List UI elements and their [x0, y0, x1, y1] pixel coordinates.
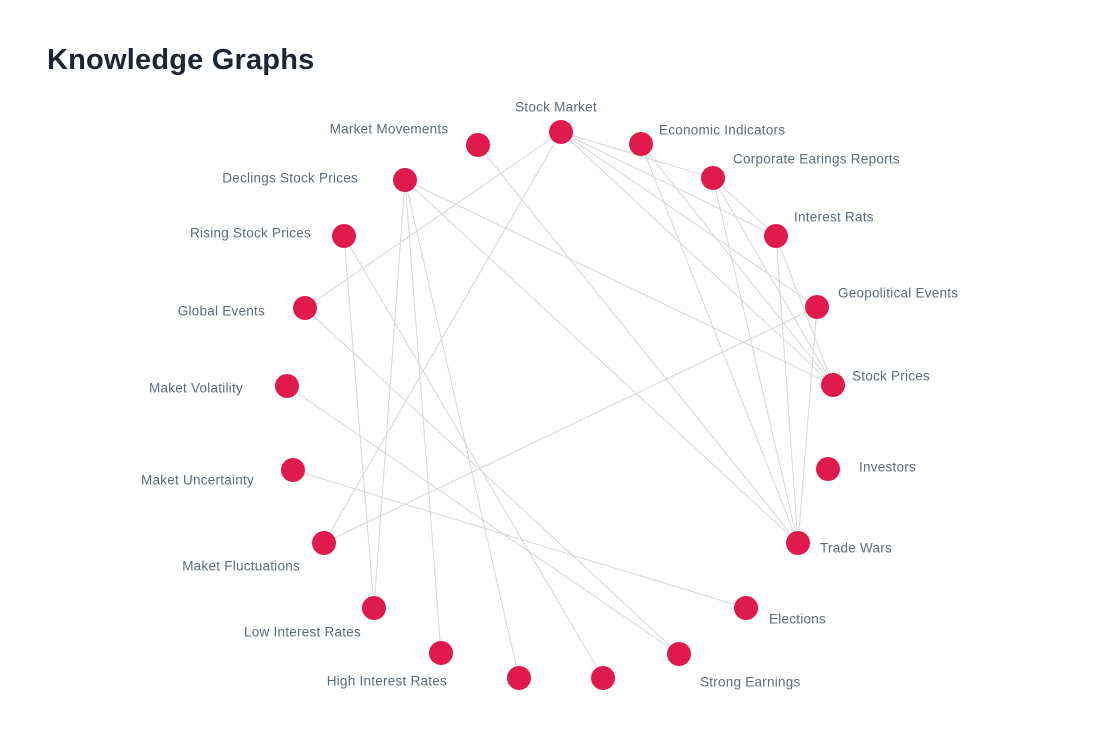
graph-node-label-stock-prices: Stock Prices [852, 369, 930, 384]
graph-node-high-interest-rates[interactable] [429, 641, 453, 665]
graph-node-interest-rats[interactable] [764, 224, 788, 248]
edge-stock-market--interest-rats [560, 131, 777, 237]
graph-node-label-interest-rats: Interest Rats [794, 210, 874, 225]
graph-node-label-trade-wars: Trade Wars [820, 541, 892, 556]
graph-node-stock-prices[interactable] [821, 373, 845, 397]
graph-node-low-interest-rates[interactable] [362, 596, 386, 620]
edge-stock-market--stock-prices [560, 131, 834, 386]
graph-node-rising-stock-prices[interactable] [332, 224, 356, 248]
graph-node-label-maket-volatility: Maket Volatility [149, 381, 243, 396]
edge-stock-market--maket-fluctuations [323, 131, 562, 544]
edge-declings-stock-prices--node-20 [404, 179, 520, 679]
graph-node-elections[interactable] [734, 596, 758, 620]
graph-node-label-declings-stock-prices: Declings Stock Prices [222, 171, 358, 186]
edge-declings-stock-prices--trade-wars [404, 179, 799, 544]
graph-node-label-corporate-earings-reports: Corporate Earings Reports [733, 152, 900, 167]
graph-node-node-21[interactable] [591, 666, 615, 690]
edge-geopolitical-events--trade-wars [797, 306, 818, 544]
graph-node-label-elections: Elections [769, 612, 826, 627]
edge-stock-market--geopolitical-events [560, 131, 818, 308]
node-layer [275, 120, 845, 690]
edge-rising-stock-prices--node-21 [343, 235, 604, 679]
graph-node-label-economic-indicators: Economic Indicators [659, 123, 785, 138]
graph-node-declings-stock-prices[interactable] [393, 168, 417, 192]
edge-declings-stock-prices--stock-prices [404, 179, 834, 386]
graph-node-label-rising-stock-prices: Rising Stock Prices [190, 226, 311, 241]
graph-node-label-strong-earnings: Strong Earnings [700, 675, 801, 690]
graph-node-stock-market[interactable] [549, 120, 573, 144]
graph-node-economic-indicators[interactable] [629, 132, 653, 156]
edge-market-movements--trade-wars [477, 144, 799, 544]
edge-economic-indicators--trade-wars [640, 143, 799, 544]
graph-node-label-maket-fluctuations: Maket Fluctuations [182, 559, 300, 574]
edge-interest-rats--stock-prices [775, 235, 834, 386]
graph-node-label-geopolitical-events: Geopolitical Events [838, 286, 958, 301]
graph-node-corporate-earings-reports[interactable] [701, 166, 725, 190]
edge-economic-indicators--stock-prices [640, 143, 834, 386]
edge-corporate-earings-reports--interest-rats [712, 177, 777, 237]
graph-node-trade-wars[interactable] [786, 531, 810, 555]
edge-stock-market--global-events [304, 131, 562, 309]
graph-node-label-stock-market: Stock Market [515, 100, 597, 115]
graph-node-label-maket-uncertainty: Maket Uncertainty [141, 473, 254, 488]
edge-interest-rats--trade-wars [775, 235, 799, 544]
edge-global-events--strong-earnings [304, 307, 680, 655]
graph-node-investors[interactable] [816, 457, 840, 481]
edge-declings-stock-prices--low-interest-rates [373, 179, 406, 609]
graph-node-maket-fluctuations[interactable] [312, 531, 336, 555]
edge-layer [286, 131, 834, 679]
graph-node-global-events[interactable] [293, 296, 317, 320]
graph-node-node-20[interactable] [507, 666, 531, 690]
graph-node-market-movements[interactable] [466, 133, 490, 157]
graph-node-maket-uncertainty[interactable] [281, 458, 305, 482]
graph-node-strong-earnings[interactable] [667, 642, 691, 666]
graph-node-geopolitical-events[interactable] [805, 295, 829, 319]
graph-node-label-low-interest-rates: Low Interest Rates [244, 625, 361, 640]
edge-corporate-earings-reports--trade-wars [712, 177, 799, 544]
graph-node-label-global-events: Global Events [178, 304, 265, 319]
graph-node-maket-volatility[interactable] [275, 374, 299, 398]
edge-rising-stock-prices--low-interest-rates [343, 235, 375, 609]
graph-node-label-high-interest-rates: High Interest Rates [327, 674, 447, 689]
page-title: Knowledge Graphs [47, 44, 315, 76]
graph-node-label-market-movements: Market Movements [330, 122, 449, 137]
edge-maket-volatility--strong-earnings [286, 385, 680, 655]
edge-maket-uncertainty--elections [292, 469, 747, 609]
graph-node-label-investors: Investors [859, 460, 916, 475]
edge-geopolitical-events--maket-fluctuations [323, 306, 818, 544]
